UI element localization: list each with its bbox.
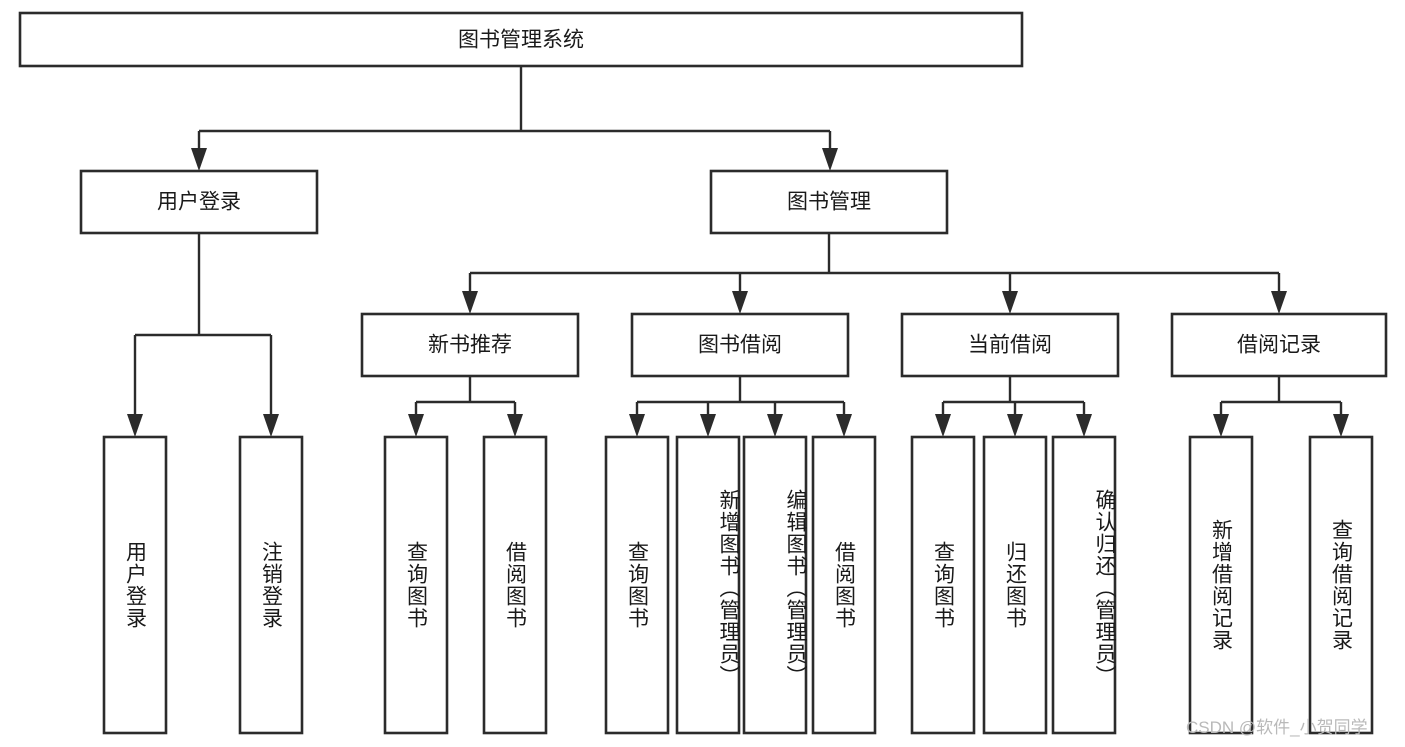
- connector-group-current-borrow: [935, 376, 1092, 437]
- leaf-box-return-book[interactable]: [982, 435, 1048, 735]
- leaf-box-query-book-new[interactable]: [383, 435, 449, 735]
- arrow-borrow-to-leaf2-icon: [700, 414, 716, 437]
- leaf-box-user-login[interactable]: [102, 435, 168, 735]
- node-user-login-box[interactable]: [79, 169, 319, 235]
- leaf-box-user-logout[interactable]: [238, 435, 304, 735]
- leaf-box-query-book-current[interactable]: [910, 435, 976, 735]
- connector-group-root: [191, 66, 838, 171]
- leaf-box-query-borrow-record[interactable]: [1308, 435, 1374, 735]
- connector-group-user-login: [127, 233, 279, 437]
- node-current-borrow-label: 当前借阅: [968, 334, 1052, 357]
- node-root-system[interactable]: 图书管理系统: [18, 11, 1024, 68]
- arrow-current-to-leaf3-icon: [1076, 414, 1092, 437]
- node-borrow-record[interactable]: 借阅记录: [1170, 312, 1388, 378]
- node-root-system-box[interactable]: [18, 11, 1024, 68]
- arrow-user-to-leaf2-icon: [263, 414, 279, 437]
- arrow-current-to-leaf1-icon: [935, 414, 951, 437]
- connector-group-new-book: [408, 376, 523, 437]
- node-borrow-record-label: 借阅记录: [1237, 334, 1321, 357]
- leaf-box-borrow-book-new[interactable]: [482, 435, 548, 735]
- node-new-book-recommend-label: 新书推荐: [428, 334, 512, 357]
- connector-group-book-management: [462, 233, 1287, 314]
- arrow-book-to-current-icon: [1002, 291, 1018, 314]
- connector-group-book-borrow: [629, 376, 852, 437]
- arrow-root-to-book-icon: [822, 148, 838, 171]
- node-borrow-record-box[interactable]: [1170, 312, 1388, 378]
- arrow-book-to-borrow-icon: [732, 291, 748, 314]
- arrow-newbook-to-leaf1-icon: [408, 414, 424, 437]
- leaf-box-add-book-admin[interactable]: [675, 435, 741, 735]
- node-user-login-label: 用户登录: [157, 191, 241, 214]
- leaf-box-query-book-borrow[interactable]: [604, 435, 670, 735]
- node-current-borrow-box[interactable]: [900, 312, 1120, 378]
- arrow-book-to-record-icon: [1271, 291, 1287, 314]
- node-new-book-recommend[interactable]: 新书推荐: [360, 312, 580, 378]
- leaf-box-confirm-return-admin[interactable]: [1051, 435, 1117, 735]
- node-book-management-box[interactable]: [709, 169, 949, 235]
- node-current-borrow[interactable]: 当前借阅: [900, 312, 1120, 378]
- node-book-management-label: 图书管理: [787, 191, 871, 214]
- node-book-borrow[interactable]: 图书借阅: [630, 312, 850, 378]
- arrow-record-to-leaf1-icon: [1213, 414, 1229, 437]
- node-book-borrow-box[interactable]: [630, 312, 850, 378]
- node-root-system-label: 图书管理系统: [458, 29, 584, 52]
- arrow-borrow-to-leaf4-icon: [836, 414, 852, 437]
- leaf-box-borrow-book[interactable]: [811, 435, 877, 735]
- connector-group-borrow-record: [1213, 376, 1349, 437]
- arrow-newbook-to-leaf2-icon: [507, 414, 523, 437]
- node-book-management[interactable]: 图书管理: [709, 169, 949, 235]
- arrow-root-to-user-icon: [191, 148, 207, 171]
- arrow-user-to-leaf1-icon: [127, 414, 143, 437]
- node-new-book-recommend-box[interactable]: [360, 312, 580, 378]
- leaf-box-edit-book-admin[interactable]: [742, 435, 808, 735]
- arrow-book-to-new-icon: [462, 291, 478, 314]
- node-book-borrow-label: 图书借阅: [698, 334, 782, 357]
- arrow-borrow-to-leaf3-icon: [767, 414, 783, 437]
- arrow-borrow-to-leaf1-icon: [629, 414, 645, 437]
- arrow-current-to-leaf2-icon: [1007, 414, 1023, 437]
- leaf-box-add-borrow-record[interactable]: [1188, 435, 1254, 735]
- node-user-login[interactable]: 用户登录: [79, 169, 319, 235]
- arrow-record-to-leaf2-icon: [1333, 414, 1349, 437]
